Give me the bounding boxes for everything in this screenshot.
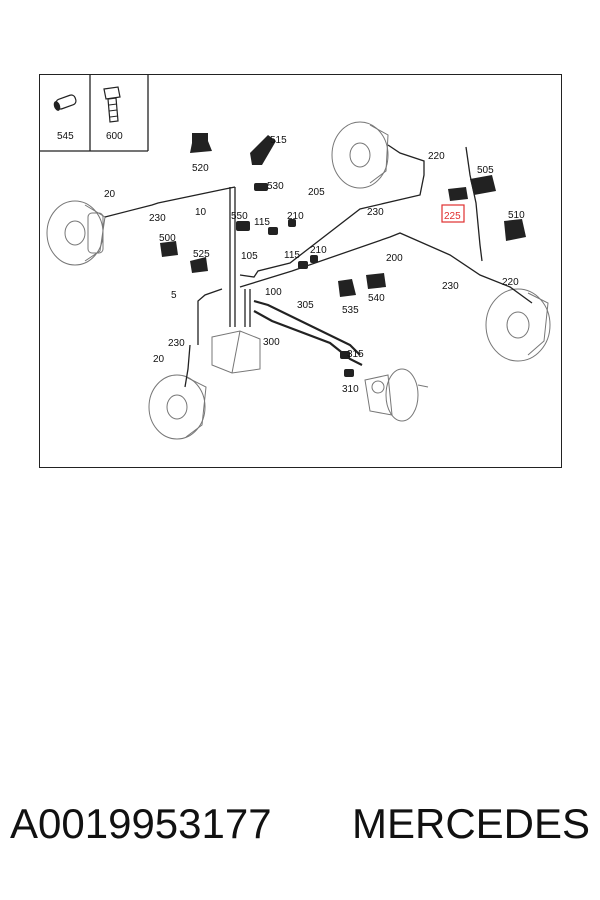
label-210-top: 210 xyxy=(287,211,304,222)
bushing-icon xyxy=(53,94,77,111)
label-305: 305 xyxy=(297,300,314,311)
part-525-icon xyxy=(190,257,208,273)
label-515: 515 xyxy=(270,135,287,146)
brand-name: MERCEDES xyxy=(352,800,591,847)
label-545: 545 xyxy=(57,131,74,142)
label-535: 535 xyxy=(342,305,359,316)
rear-right-brake-disc-icon xyxy=(485,288,551,362)
part-115a-icon xyxy=(268,227,278,235)
label-220-top: 220 xyxy=(428,151,445,162)
part-310-icon xyxy=(344,369,354,377)
label-225: 225 xyxy=(444,211,461,222)
label-220-right: 220 xyxy=(502,277,519,288)
part-210a-icon xyxy=(288,219,296,227)
label-210-mid: 210 xyxy=(310,245,327,256)
label-315: 315 xyxy=(347,349,364,360)
label-10: 10 xyxy=(195,207,207,218)
label-230-mid: 230 xyxy=(367,207,384,218)
highlight-box-225 xyxy=(441,204,465,223)
bolt-icon xyxy=(103,86,121,123)
callout-labels: 545 600 520 515 530 220 505 20 230 10 55… xyxy=(57,131,525,395)
label-115-mid: 115 xyxy=(284,250,300,261)
label-600: 600 xyxy=(106,131,123,142)
label-300: 300 xyxy=(263,337,280,348)
brake-lines xyxy=(104,144,533,388)
rear-left-brake-disc-icon xyxy=(148,374,207,440)
label-230-right: 230 xyxy=(442,281,459,292)
part-530-icon xyxy=(254,183,268,191)
part-510-icon xyxy=(504,219,526,241)
label-520: 520 xyxy=(192,163,209,174)
label-550: 550 xyxy=(231,211,248,222)
part-500-icon xyxy=(160,241,178,257)
small-parts xyxy=(160,133,526,377)
label-510: 510 xyxy=(508,210,525,221)
parts-diagram: 545 600 520 515 530 220 505 20 230 10 55… xyxy=(39,74,562,468)
label-230-left: 230 xyxy=(149,213,166,224)
label-115-top: 115 xyxy=(254,217,270,228)
label-200: 200 xyxy=(386,253,403,264)
brake-system-diagram: 545 600 520 515 530 220 505 20 230 10 55… xyxy=(40,75,551,440)
label-540: 540 xyxy=(368,293,385,304)
part-number: A0019953177 xyxy=(10,800,272,847)
abs-unit-icon xyxy=(211,330,261,374)
label-525: 525 xyxy=(193,249,210,260)
part-540-icon xyxy=(366,273,386,289)
part-210b-icon xyxy=(310,255,318,263)
brake-booster-icon xyxy=(364,368,429,422)
part-515-icon xyxy=(250,135,276,165)
inset-boxes xyxy=(40,75,149,152)
part-115b-icon xyxy=(298,261,308,269)
part-505-icon xyxy=(470,175,496,195)
label-20-top: 20 xyxy=(104,189,116,200)
label-310: 310 xyxy=(342,384,359,395)
label-5: 5 xyxy=(171,290,177,301)
label-505: 505 xyxy=(477,165,494,176)
part-315-icon xyxy=(340,351,350,359)
front-right-brake-disc-icon xyxy=(331,121,389,189)
label-105: 105 xyxy=(241,251,258,262)
label-100: 100 xyxy=(265,287,282,298)
label-205: 205 xyxy=(308,187,325,198)
label-230-bottom: 230 xyxy=(168,338,185,349)
label-500: 500 xyxy=(159,233,176,244)
part-225-icon xyxy=(448,187,468,201)
label-530: 530 xyxy=(267,181,284,192)
label-20-bottom: 20 xyxy=(153,354,165,365)
part-535-icon xyxy=(338,279,356,297)
front-left-brake-disc-icon xyxy=(46,200,106,266)
part-520-icon xyxy=(190,133,212,153)
part-550-icon xyxy=(236,221,250,231)
